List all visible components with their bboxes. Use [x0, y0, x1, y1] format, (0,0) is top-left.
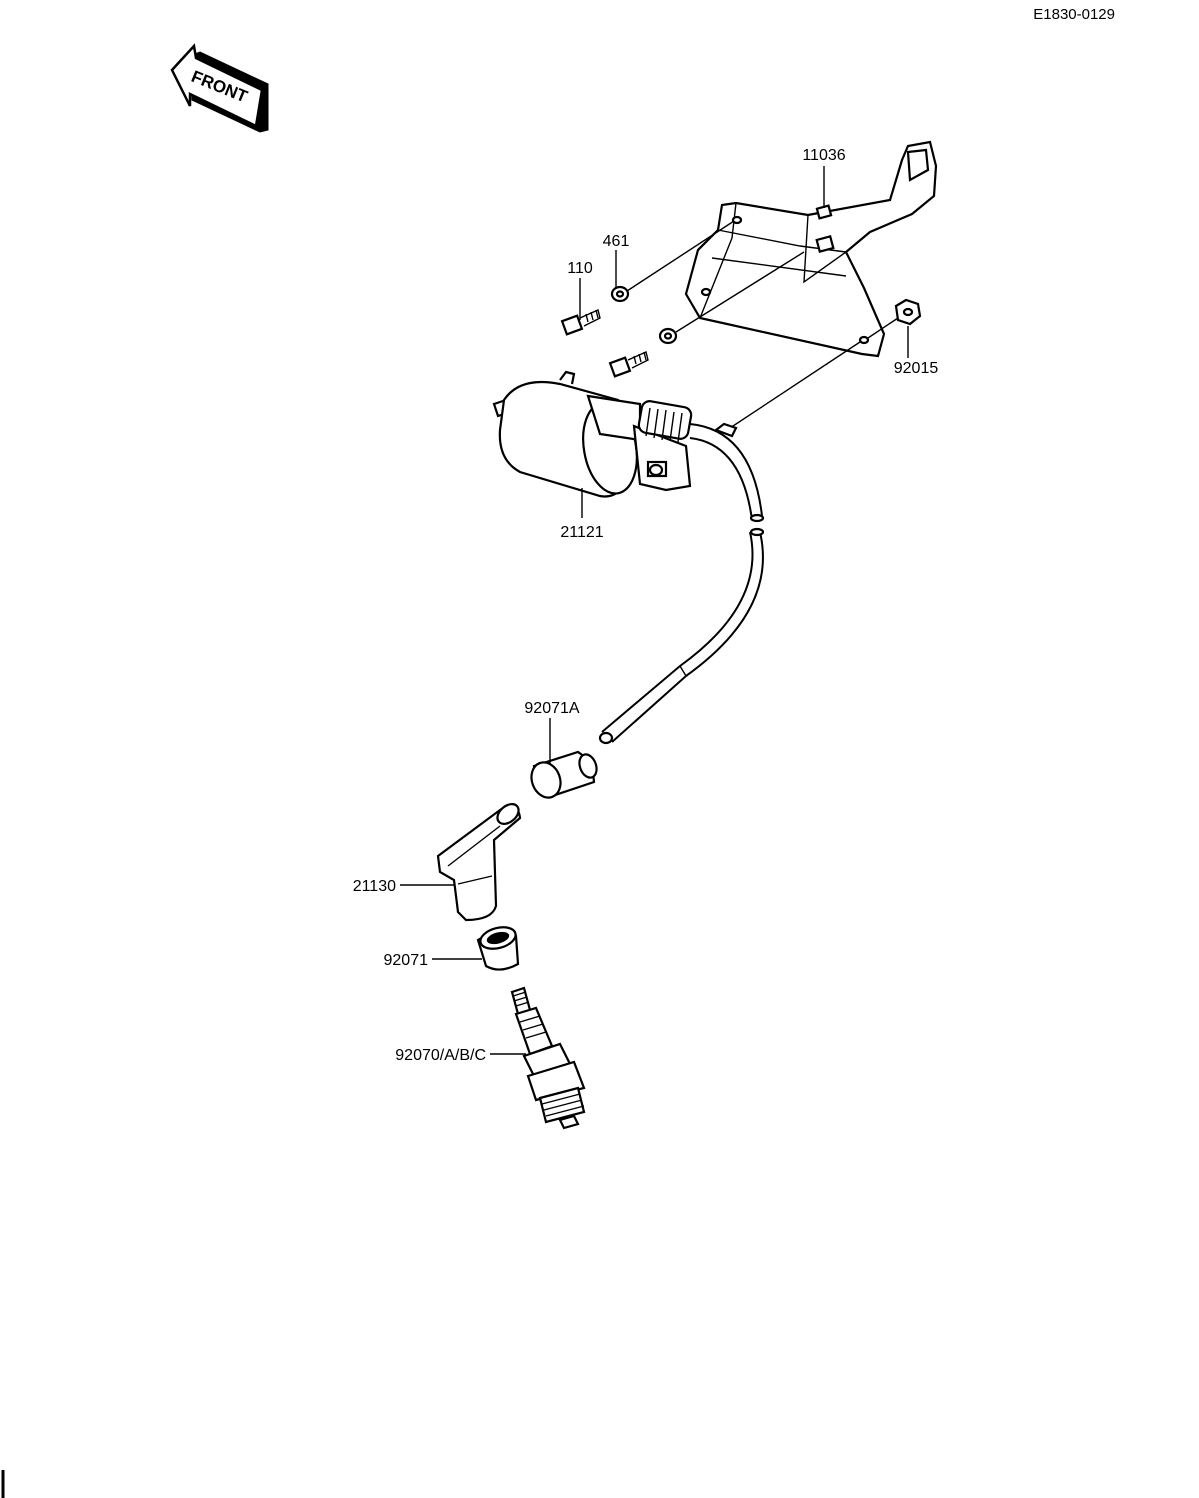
label-coil: 21121 — [560, 524, 603, 541]
high-tension-lead — [598, 423, 765, 745]
label-plug-cap: 21130 — [353, 878, 396, 895]
bolt-upper — [560, 309, 601, 336]
label-nut: 92015 — [894, 360, 939, 377]
diagram-code: E1830-0129 — [1033, 6, 1115, 23]
label-spark-plug: 92070/A/B/C — [395, 1047, 486, 1064]
label-bolt: 110 — [567, 260, 593, 277]
bolt-lower — [608, 351, 649, 378]
cap-seal — [476, 926, 520, 971]
plug-cap — [436, 803, 522, 922]
nut — [894, 298, 922, 326]
bracket — [684, 140, 938, 358]
ignition-coil — [492, 370, 738, 498]
front-arrow-icon: FRONT — [170, 43, 269, 133]
label-cap-seal-a: 92071A — [524, 700, 579, 717]
leader-lines — [400, 166, 909, 1055]
washer-lower — [658, 327, 678, 345]
assembly-guide-lines — [626, 220, 899, 429]
washer-upper — [610, 285, 630, 303]
label-cap-seal: 92071 — [384, 952, 429, 969]
label-washer: 461 — [603, 233, 630, 250]
spark-plug — [510, 986, 586, 1130]
label-bracket: 11036 — [802, 147, 845, 164]
cap-seal-a — [530, 750, 598, 799]
